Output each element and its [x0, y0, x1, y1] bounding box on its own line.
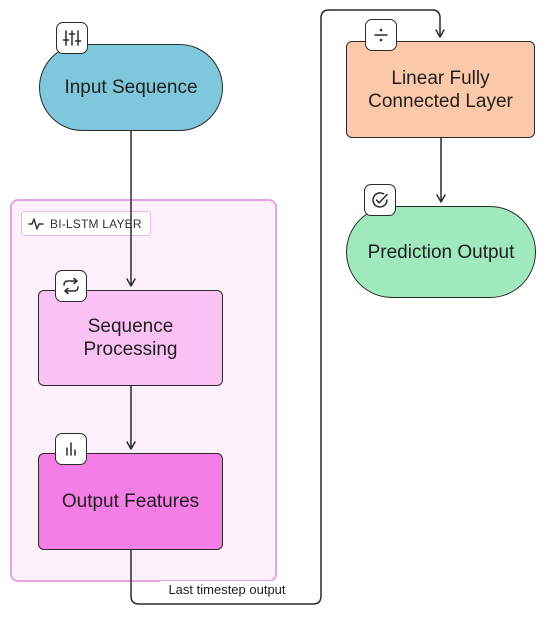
input-sequence-label: Input Sequence	[64, 77, 198, 98]
prediction-output-node: Prediction Output	[346, 206, 536, 298]
sequence-processing-node: Sequence Processing	[38, 290, 223, 386]
divide-icon	[365, 19, 397, 51]
check-circle-icon	[364, 184, 396, 216]
linear-layer-label: Linear Fully Connected Layer	[368, 67, 513, 112]
group-label-text: BI-LSTM LAYER	[50, 216, 142, 231]
sliders-icon	[56, 22, 88, 54]
output-features-node: Output Features	[38, 453, 223, 550]
edge-output-to-linear	[130, 9, 445, 605]
sequence-processing-label: Sequence Processing	[83, 316, 178, 360]
bar-chart-icon	[55, 433, 87, 465]
prediction-output-label: Prediction Output	[367, 241, 515, 263]
refresh-icon	[55, 270, 87, 302]
activity-icon	[28, 217, 44, 230]
linear-layer-node: Linear Fully Connected Layer	[346, 41, 535, 138]
input-sequence-node: Input Sequence	[39, 44, 223, 131]
edge-label-last-timestep: Last timestep output	[160, 581, 294, 598]
bilstm-group-label: BI-LSTM LAYER	[21, 211, 151, 236]
output-features-label: Output Features	[61, 491, 200, 512]
